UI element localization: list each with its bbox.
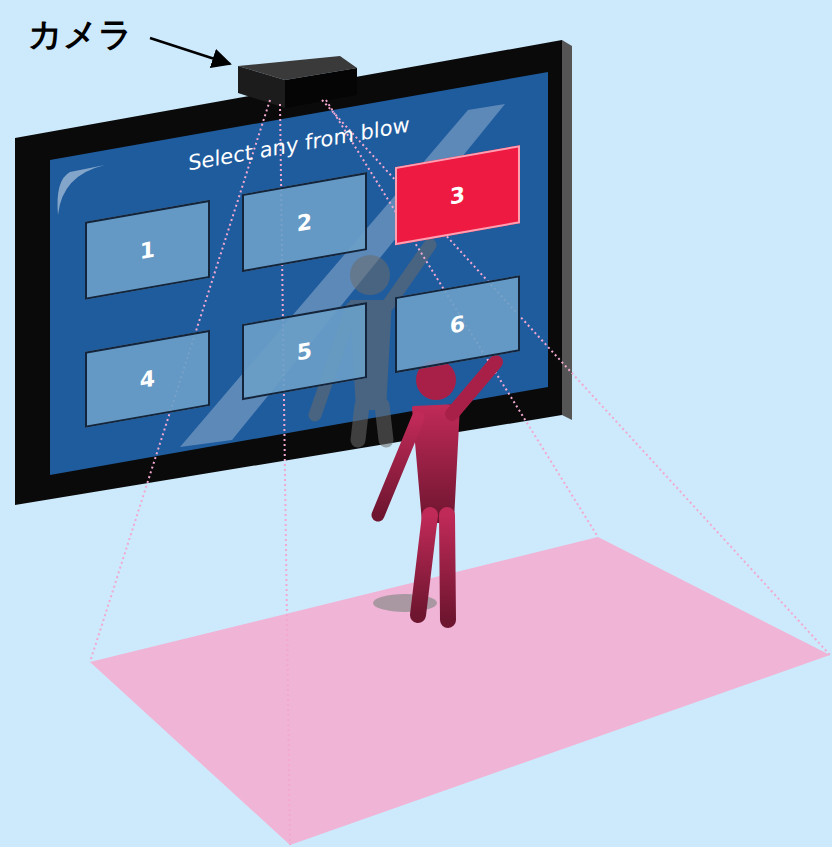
bezel-side (562, 40, 572, 420)
menu-button: 6 (395, 275, 520, 373)
display-screen (50, 72, 548, 475)
menu-button: 2 (242, 172, 367, 272)
selected-button: 3 (395, 145, 520, 245)
button-number: 4 (140, 365, 155, 393)
button-number: 1 (140, 236, 155, 264)
leader-arrow (150, 38, 230, 64)
button-number: 2 (297, 208, 312, 236)
menu-button: 5 (242, 302, 367, 400)
button-number: 5 (297, 337, 312, 365)
button-number: 6 (450, 310, 465, 338)
screen-gloss (58, 165, 106, 215)
person-figure (378, 360, 496, 620)
display-bezel (15, 40, 562, 505)
floor-area (90, 537, 830, 845)
menu-button: 4 (85, 330, 210, 428)
button-number: 3 (450, 181, 465, 209)
menu-button: 1 (85, 200, 210, 300)
camera-device (238, 56, 357, 108)
camera-label: カメラ (28, 12, 133, 58)
